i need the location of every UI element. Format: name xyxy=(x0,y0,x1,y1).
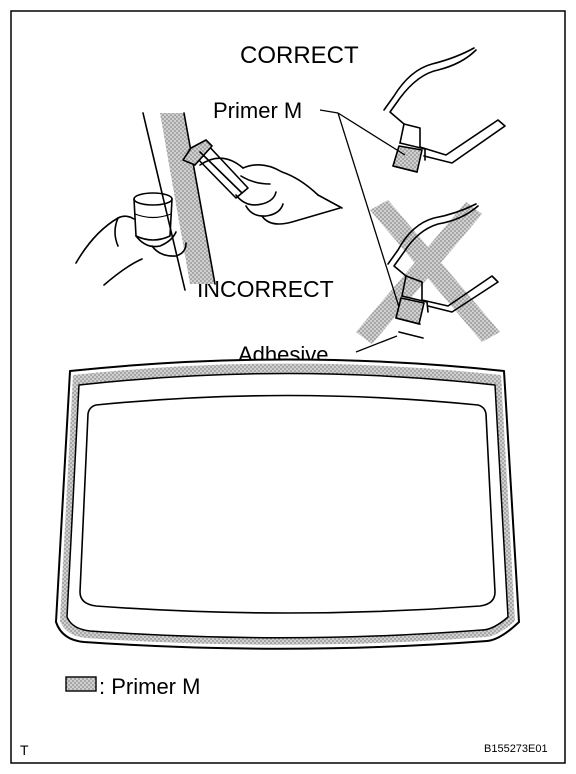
windshield-illustration xyxy=(55,358,520,650)
incorrect-application-illustration xyxy=(356,200,500,344)
primer-m-label: Primer M xyxy=(213,98,302,123)
legend-text: : Primer M xyxy=(99,674,200,699)
figure-frame xyxy=(10,10,566,764)
leader-lines xyxy=(319,109,406,353)
primer-application-illustration xyxy=(75,112,343,291)
correct-label: CORRECT xyxy=(240,42,359,69)
primer-band-icon xyxy=(160,113,215,284)
primer-swatch-icon xyxy=(65,676,97,692)
incorrect-label: INCORRECT xyxy=(197,276,334,302)
figure-code: B155273E01 xyxy=(484,743,548,755)
corner-marker: T xyxy=(20,742,29,758)
incorrect-cross-icon xyxy=(370,200,500,342)
